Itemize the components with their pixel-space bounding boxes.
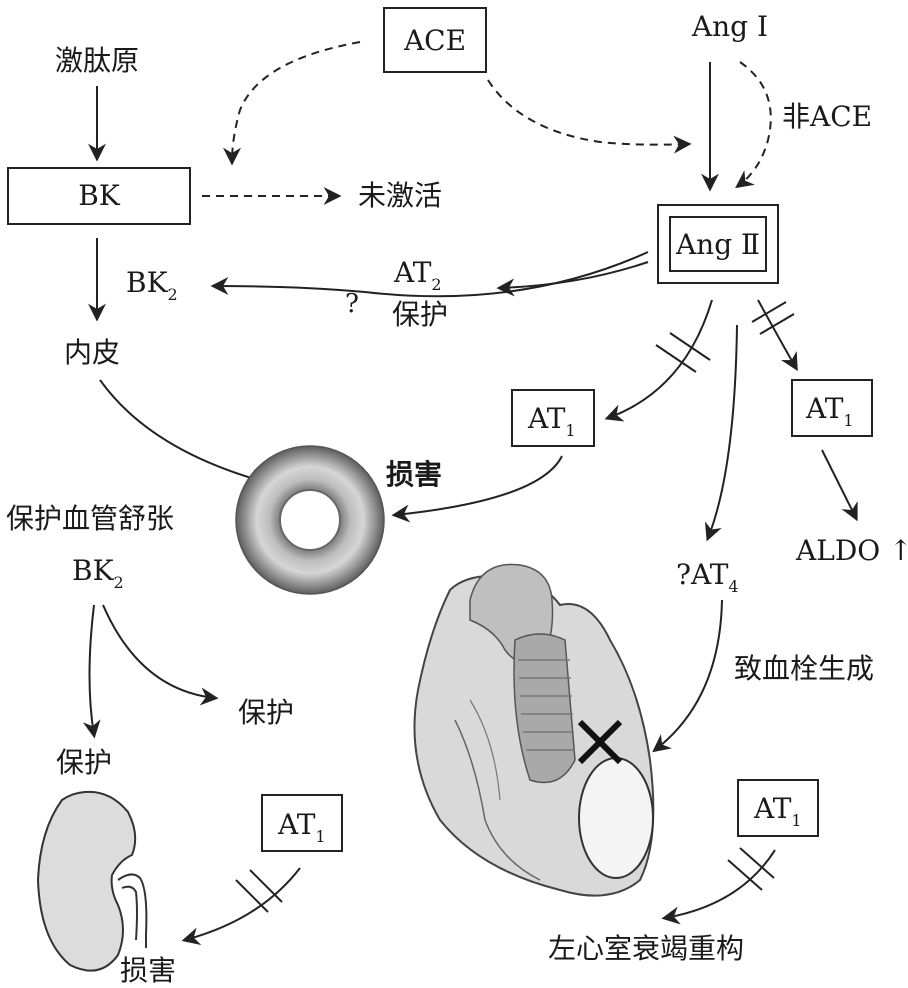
label-bk: BK <box>78 179 121 212</box>
label-at1-left-sub: 1 <box>565 421 575 440</box>
label-ace: ACE <box>403 24 466 57</box>
label-kininogen: 激肽原 <box>55 44 139 77</box>
label-bk2-mid-main: BK <box>72 554 115 587</box>
label-protect-mid: 保护 <box>238 696 294 729</box>
arrow-bk2-protect-mid <box>102 604 219 706</box>
vessel-lumen <box>279 489 341 551</box>
label-thrombosis: 致血栓生成 <box>734 652 874 685</box>
block-mark-at1-right <box>751 301 795 335</box>
arrow-endothelium-vessel <box>99 379 269 487</box>
arrow-ang2-at1-right <box>757 299 798 372</box>
label-protect-kidney: 保护 <box>56 746 112 779</box>
arrow-at1-lv-remodeling <box>661 849 776 925</box>
label-aldo: ALDO ↑ <box>795 534 908 567</box>
arrow-ace-bk <box>223 41 361 166</box>
ang2-box-inner <box>669 216 767 272</box>
label-question-mark: ? <box>345 289 359 319</box>
label-bk2-mid: BK2 <box>72 554 124 592</box>
arrow-non-ace <box>735 61 772 189</box>
arrow-at1-vessel <box>391 455 563 523</box>
label-at1-left-main: AT <box>527 402 566 435</box>
label-ang2: Ang Ⅱ <box>675 228 760 261</box>
block-mark-at1-left <box>655 332 711 373</box>
ace-box <box>383 7 487 73</box>
label-at4-sub: 4 <box>728 577 738 596</box>
block-mark-kidney <box>235 869 283 913</box>
label-at2: AT2 <box>393 256 442 294</box>
label-at1-right: AT1 <box>805 392 854 430</box>
heart-illustration <box>413 563 655 897</box>
arrow-at1-kidney-damage <box>181 867 301 945</box>
arrow-ace-ang2 <box>487 79 692 154</box>
label-ang1: Ang Ⅰ <box>691 10 768 43</box>
at1-box-right <box>791 379 873 437</box>
label-protect-vasodilation: 保护血管舒张 <box>6 502 174 535</box>
label-endothelium: 内皮 <box>64 336 120 369</box>
label-at1-kidney-main: AT <box>277 808 316 841</box>
label-at1-right-sub: 1 <box>843 411 853 430</box>
label-at2-protect: 保护 <box>392 298 448 331</box>
label-at1-heart-sub: 1 <box>791 811 801 830</box>
label-at1-right-main: AT <box>805 392 844 425</box>
label-bk2-mid-sub: 2 <box>114 573 124 592</box>
arrow-ang2-at2 <box>496 261 649 297</box>
label-at4: ?AT4 <box>676 558 739 596</box>
label-inactive: 未激活 <box>358 179 442 212</box>
label-damage-vessel: 损害 <box>386 458 442 491</box>
label-bk2-top-main: BK <box>126 266 169 299</box>
cross-mark-icon <box>577 719 623 765</box>
at1-box-kidney <box>261 794 343 852</box>
at1-box-left <box>511 389 595 447</box>
arrow-ang2-bk2 <box>210 251 649 298</box>
label-non-ace: 非ACE <box>782 100 872 133</box>
bk-box <box>7 167 191 225</box>
label-at1-heart-main: AT <box>753 792 792 825</box>
at1-box-heart <box>737 779 819 837</box>
arrow-bk2-protect-kidney <box>82 604 101 739</box>
block-mark-heart <box>727 847 775 891</box>
label-at2-sub: 2 <box>431 275 441 294</box>
arrow-ang2-at1-left <box>604 299 713 422</box>
label-at1-heart: AT1 <box>753 792 802 830</box>
label-damage-kidney: 损害 <box>120 954 176 987</box>
arrow-at1-aldo <box>821 449 858 522</box>
label-at1-kidney: AT1 <box>277 808 326 846</box>
kidney-illustration <box>36 790 148 972</box>
label-at1-left: AT1 <box>527 402 576 440</box>
arrow-ang2-at4 <box>704 324 738 542</box>
label-at1-kidney-sub: 1 <box>315 827 325 846</box>
label-at4-main: ?AT <box>676 558 729 591</box>
arrow-at4-heart <box>652 599 723 753</box>
label-lv-remodeling: 左心室衰竭重构 <box>548 932 744 965</box>
label-bk2-top: BK2 <box>126 266 178 304</box>
infarct-area <box>578 757 654 879</box>
label-at2-main: AT <box>393 256 432 289</box>
label-bk2-top-sub: 2 <box>168 285 178 304</box>
